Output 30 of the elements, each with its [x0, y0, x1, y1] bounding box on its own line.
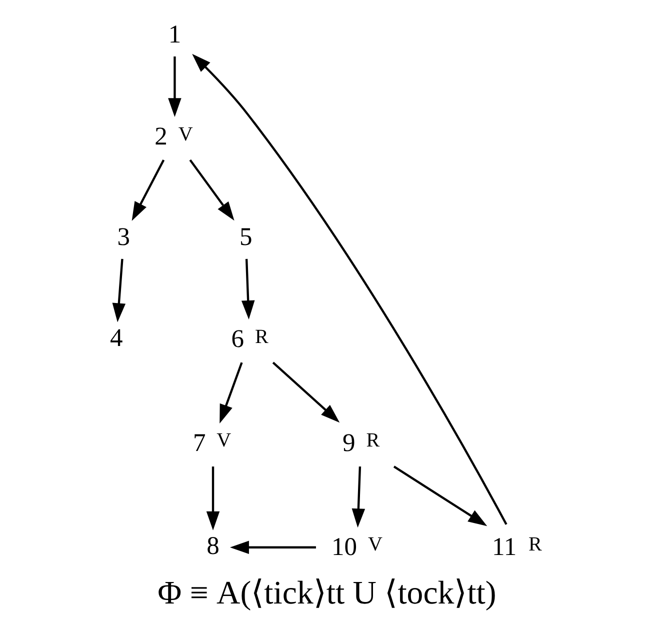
node-text: 1: [168, 20, 182, 49]
arrow: [206, 466, 220, 530]
node-text: 4: [110, 323, 123, 352]
node-text: 11: [492, 532, 517, 562]
arrow: [393, 466, 488, 526]
caption: Φ ≡ A(⟨tick⟩tt U ⟨tock⟩tt): [158, 576, 496, 612]
node-label: V: [216, 430, 232, 452]
arrow: [189, 159, 234, 221]
arrow: [168, 56, 182, 118]
arrow: [112, 258, 126, 322]
arrow: [352, 466, 366, 528]
node-text: 6: [231, 324, 244, 354]
node-text: 2: [154, 122, 168, 151]
arrow: [272, 362, 340, 423]
node-text: 7: [192, 428, 206, 458]
arrow: [132, 160, 165, 221]
node-label: R: [528, 534, 542, 556]
arrow: [230, 540, 316, 554]
node-text: 5: [239, 222, 252, 252]
node-label: R: [366, 430, 380, 452]
node-label: V: [368, 534, 383, 556]
node-text: 10: [332, 532, 358, 562]
node-text: 3: [117, 222, 130, 252]
node-text: 8: [206, 531, 220, 560]
node-label: V: [178, 123, 193, 146]
node-text: 9: [342, 428, 356, 458]
arrow: [220, 362, 243, 424]
node-label: R: [254, 326, 268, 348]
arrow: [192, 54, 508, 525]
arrow: [241, 258, 255, 320]
